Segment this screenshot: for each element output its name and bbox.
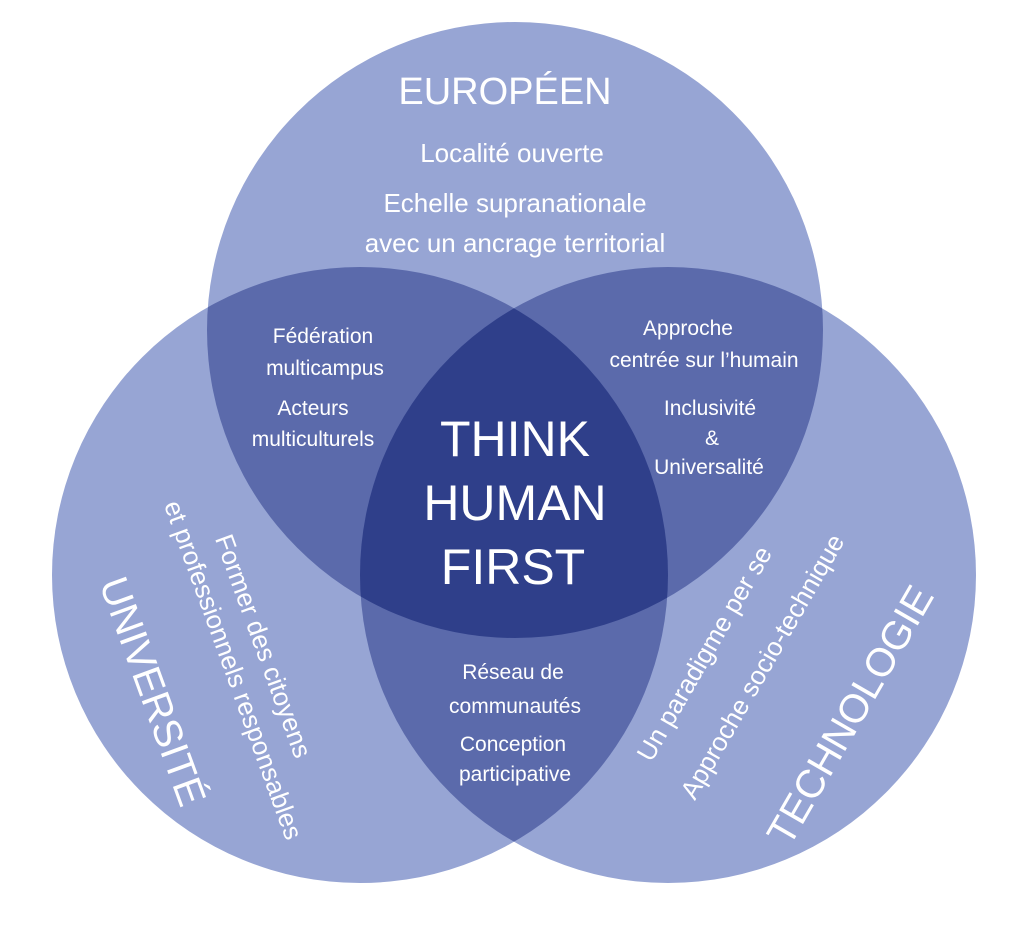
overlap-eu-tech-line-4: & — [705, 427, 719, 450]
overlap-univ-tech-line-2: communautés — [449, 695, 581, 718]
overlap-eu-tech-line-1: Approche — [643, 317, 733, 340]
overlap-univ-tech-line-4: participative — [459, 763, 571, 786]
overlap-eu-univ-line-1: Fédération — [273, 325, 373, 348]
europeen-line-3: avec un ancrage territorial — [365, 228, 666, 258]
overlap-univ-tech-line-1: Réseau de — [462, 661, 564, 684]
overlap-univ-tech-line-3: Conception — [460, 733, 566, 756]
overlap-eu-tech-line-3: Inclusivité — [664, 397, 756, 420]
overlap-eu-univ-line-3: Acteurs — [277, 397, 348, 420]
center-line-3: FIRST — [441, 539, 585, 595]
center-line-1: THINK — [440, 411, 590, 467]
europeen-title: EUROPÉEN — [398, 70, 611, 113]
overlap-eu-univ-line-2: multicampus — [266, 357, 384, 380]
overlap-center — [360, 267, 668, 638]
europeen-line-2: Echelle supranationale — [383, 188, 646, 218]
overlap-eu-tech-line-5: Universalité — [654, 456, 764, 479]
overlap-eu-univ-line-4: multiculturels — [252, 428, 375, 451]
europeen-line-1: Localité ouverte — [420, 138, 604, 168]
overlap-eu-tech-line-2: centrée sur l’humain — [609, 349, 798, 372]
center-line-2: HUMAN — [423, 475, 606, 531]
